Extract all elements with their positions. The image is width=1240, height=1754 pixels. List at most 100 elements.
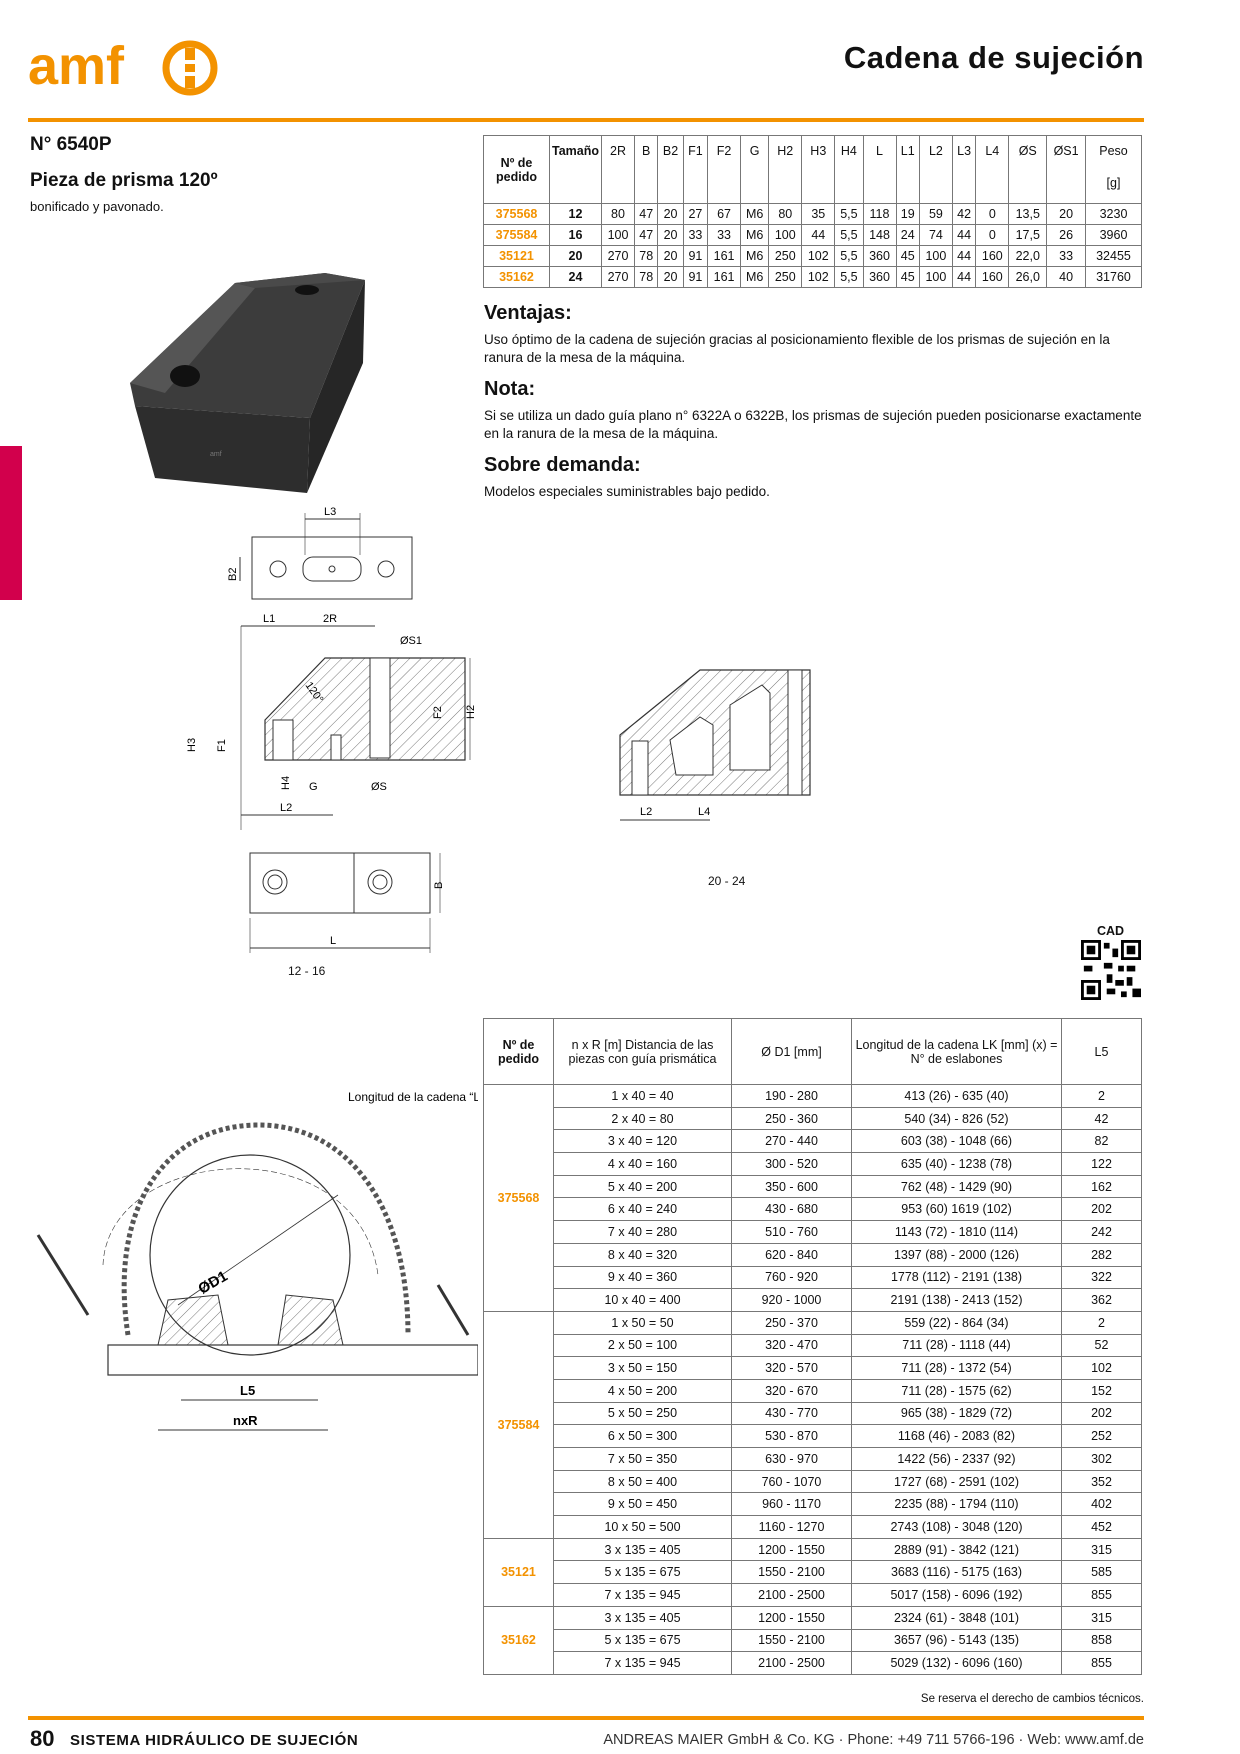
chain-cell: 1200 - 1550 xyxy=(731,1605,852,1630)
advantages-title: Ventajas: xyxy=(484,302,572,324)
chain-cell: 270 - 440 xyxy=(731,1129,852,1154)
article-name: Pieza de prisma 120º xyxy=(30,170,218,191)
chain-cell: 711 (28) - 1575 (62) xyxy=(851,1378,1062,1403)
spec-cell: 0 xyxy=(975,224,1010,246)
spec-cell: 161 xyxy=(707,245,742,267)
spec-header-size: Tamaño xyxy=(549,135,602,204)
label-h3: H3 xyxy=(186,738,198,752)
chain-cell: 7 x 50 = 350 xyxy=(553,1447,732,1471)
amf-logo: amf xyxy=(28,38,218,96)
chain-cell: 760 - 1070 xyxy=(731,1469,852,1494)
chain-cell: 711 (28) - 1372 (54) xyxy=(851,1356,1062,1380)
spec-cell: 161 xyxy=(707,266,742,288)
chain-cell: 6 x 50 = 300 xyxy=(553,1424,732,1448)
size-cell: 20 xyxy=(549,245,602,267)
label-l: L xyxy=(330,935,336,947)
spec-cell: 35 xyxy=(801,203,836,225)
chain-cell: 2 xyxy=(1061,1084,1142,1108)
chain-cell: 2191 (138) - 2413 (152) xyxy=(851,1288,1062,1312)
chain-cell: 202 xyxy=(1061,1197,1142,1222)
chain-cell: 711 (28) - 1118 (44) xyxy=(851,1333,1062,1358)
chain-cell: 250 - 370 xyxy=(731,1310,852,1335)
chain-cell: 9 x 50 = 450 xyxy=(553,1492,732,1517)
label-l2-large: L2 xyxy=(640,806,652,818)
product-photo: amf xyxy=(130,273,365,493)
chain-cell: 603 (38) - 1048 (66) xyxy=(851,1129,1062,1154)
spec-cell: 26,0 xyxy=(1008,266,1048,288)
chain-cell: 152 xyxy=(1061,1378,1142,1403)
logo-text: amf xyxy=(28,38,125,96)
spec-header-col: ØS1 xyxy=(1046,135,1086,204)
chain-cell: 452 xyxy=(1061,1515,1142,1539)
chain-cell: 530 - 870 xyxy=(731,1424,852,1448)
spec-cell: 47 xyxy=(634,224,659,246)
chain-cell: 1168 (46) - 2083 (82) xyxy=(851,1424,1062,1448)
chain-cell: 559 (22) - 864 (34) xyxy=(851,1310,1062,1335)
spec-cell: 24 xyxy=(895,224,920,246)
spec-cell: 17,5 xyxy=(1008,224,1048,246)
spec-header-col: L2 xyxy=(918,135,953,204)
chain-header-lk: Longitud de la cadena LK [mm] (x) = N° d… xyxy=(851,1018,1062,1085)
chain-cell: 630 - 970 xyxy=(731,1447,852,1471)
chain-cell: 162 xyxy=(1061,1174,1142,1199)
chain-header-order: Nº de pedido xyxy=(483,1018,554,1085)
spec-cell: 80 xyxy=(600,203,636,225)
spec-cell: 44 xyxy=(951,266,977,288)
spec-header-col: L4 xyxy=(975,135,1010,204)
chain-cell: 2889 (91) - 3842 (121) xyxy=(851,1537,1062,1562)
spec-cell: 20 xyxy=(1046,203,1086,225)
chain-cell: 965 (38) - 1829 (72) xyxy=(851,1401,1062,1426)
spec-cell: 250 xyxy=(768,245,803,267)
chain-cell: 5 x 50 = 250 xyxy=(553,1401,732,1426)
chain-cell: 5 x 135 = 675 xyxy=(553,1628,732,1653)
label-h2: H2 xyxy=(465,705,477,719)
chain-cell: 5 x 40 = 200 xyxy=(553,1174,732,1199)
spec-cell: 20 xyxy=(657,266,684,288)
page-title: Cadena de sujeción xyxy=(843,40,1144,75)
chain-cell: 2 x 40 = 80 xyxy=(553,1106,732,1131)
chain-cell: 242 xyxy=(1061,1220,1142,1244)
spec-cell: 100 xyxy=(918,245,953,267)
chain-cell: 2743 (108) - 3048 (120) xyxy=(851,1515,1062,1539)
chain-cell: 855 xyxy=(1061,1651,1142,1675)
weight-cell: 31760 xyxy=(1085,266,1142,288)
chain-cell: 413 (26) - 635 (40) xyxy=(851,1084,1062,1108)
spec-header-col: L3 xyxy=(951,135,977,204)
spec-cell: 59 xyxy=(918,203,953,225)
side-section-drawing: L1 2R ØS1 120° F2 H2 H3 F1 H4 G ØS L2 xyxy=(186,613,477,830)
label-g: G xyxy=(309,781,318,793)
label-l2: L2 xyxy=(280,802,292,814)
label-s1: ØS1 xyxy=(400,635,422,647)
spec-cell: 78 xyxy=(634,245,659,267)
spec-cell: 100 xyxy=(600,224,636,246)
bottom-view-drawing: B L xyxy=(249,852,445,953)
spec-header-col: 2R xyxy=(600,135,636,204)
qr-code-icon[interactable] xyxy=(1081,940,1141,1000)
chain-cell: 1422 (56) - 2337 (92) xyxy=(851,1447,1062,1471)
label-h4: H4 xyxy=(280,776,292,790)
spec-header-weight-unit: [g] xyxy=(1106,176,1121,190)
chain-cell: 760 - 920 xyxy=(731,1265,852,1290)
chain-cell: 9 x 40 = 360 xyxy=(553,1265,732,1290)
chain-cell: 1727 (68) - 2591 (102) xyxy=(851,1469,1062,1494)
spec-cell: 22,0 xyxy=(1008,245,1048,267)
spec-cell: 5,5 xyxy=(834,203,864,225)
spec-cell: M6 xyxy=(740,266,770,288)
chain-cell: 430 - 680 xyxy=(731,1197,852,1222)
footer-rule xyxy=(28,1716,1144,1720)
chain-cell: 1778 (112) - 2191 (138) xyxy=(851,1265,1062,1290)
spec-cell: 5,5 xyxy=(834,245,864,267)
spec-cell: 47 xyxy=(634,203,659,225)
chain-cell: 6 x 40 = 240 xyxy=(553,1197,732,1222)
chain-cell: 960 - 1170 xyxy=(731,1492,852,1517)
spec-cell: 67 xyxy=(707,203,742,225)
chain-cell: 430 - 770 xyxy=(731,1401,852,1426)
chain-table: Nº de pedido n x R [m] Distancia de las … xyxy=(483,1018,1142,1675)
rights-note: Se reserva el derecho de cambios técnico… xyxy=(920,1693,1144,1705)
